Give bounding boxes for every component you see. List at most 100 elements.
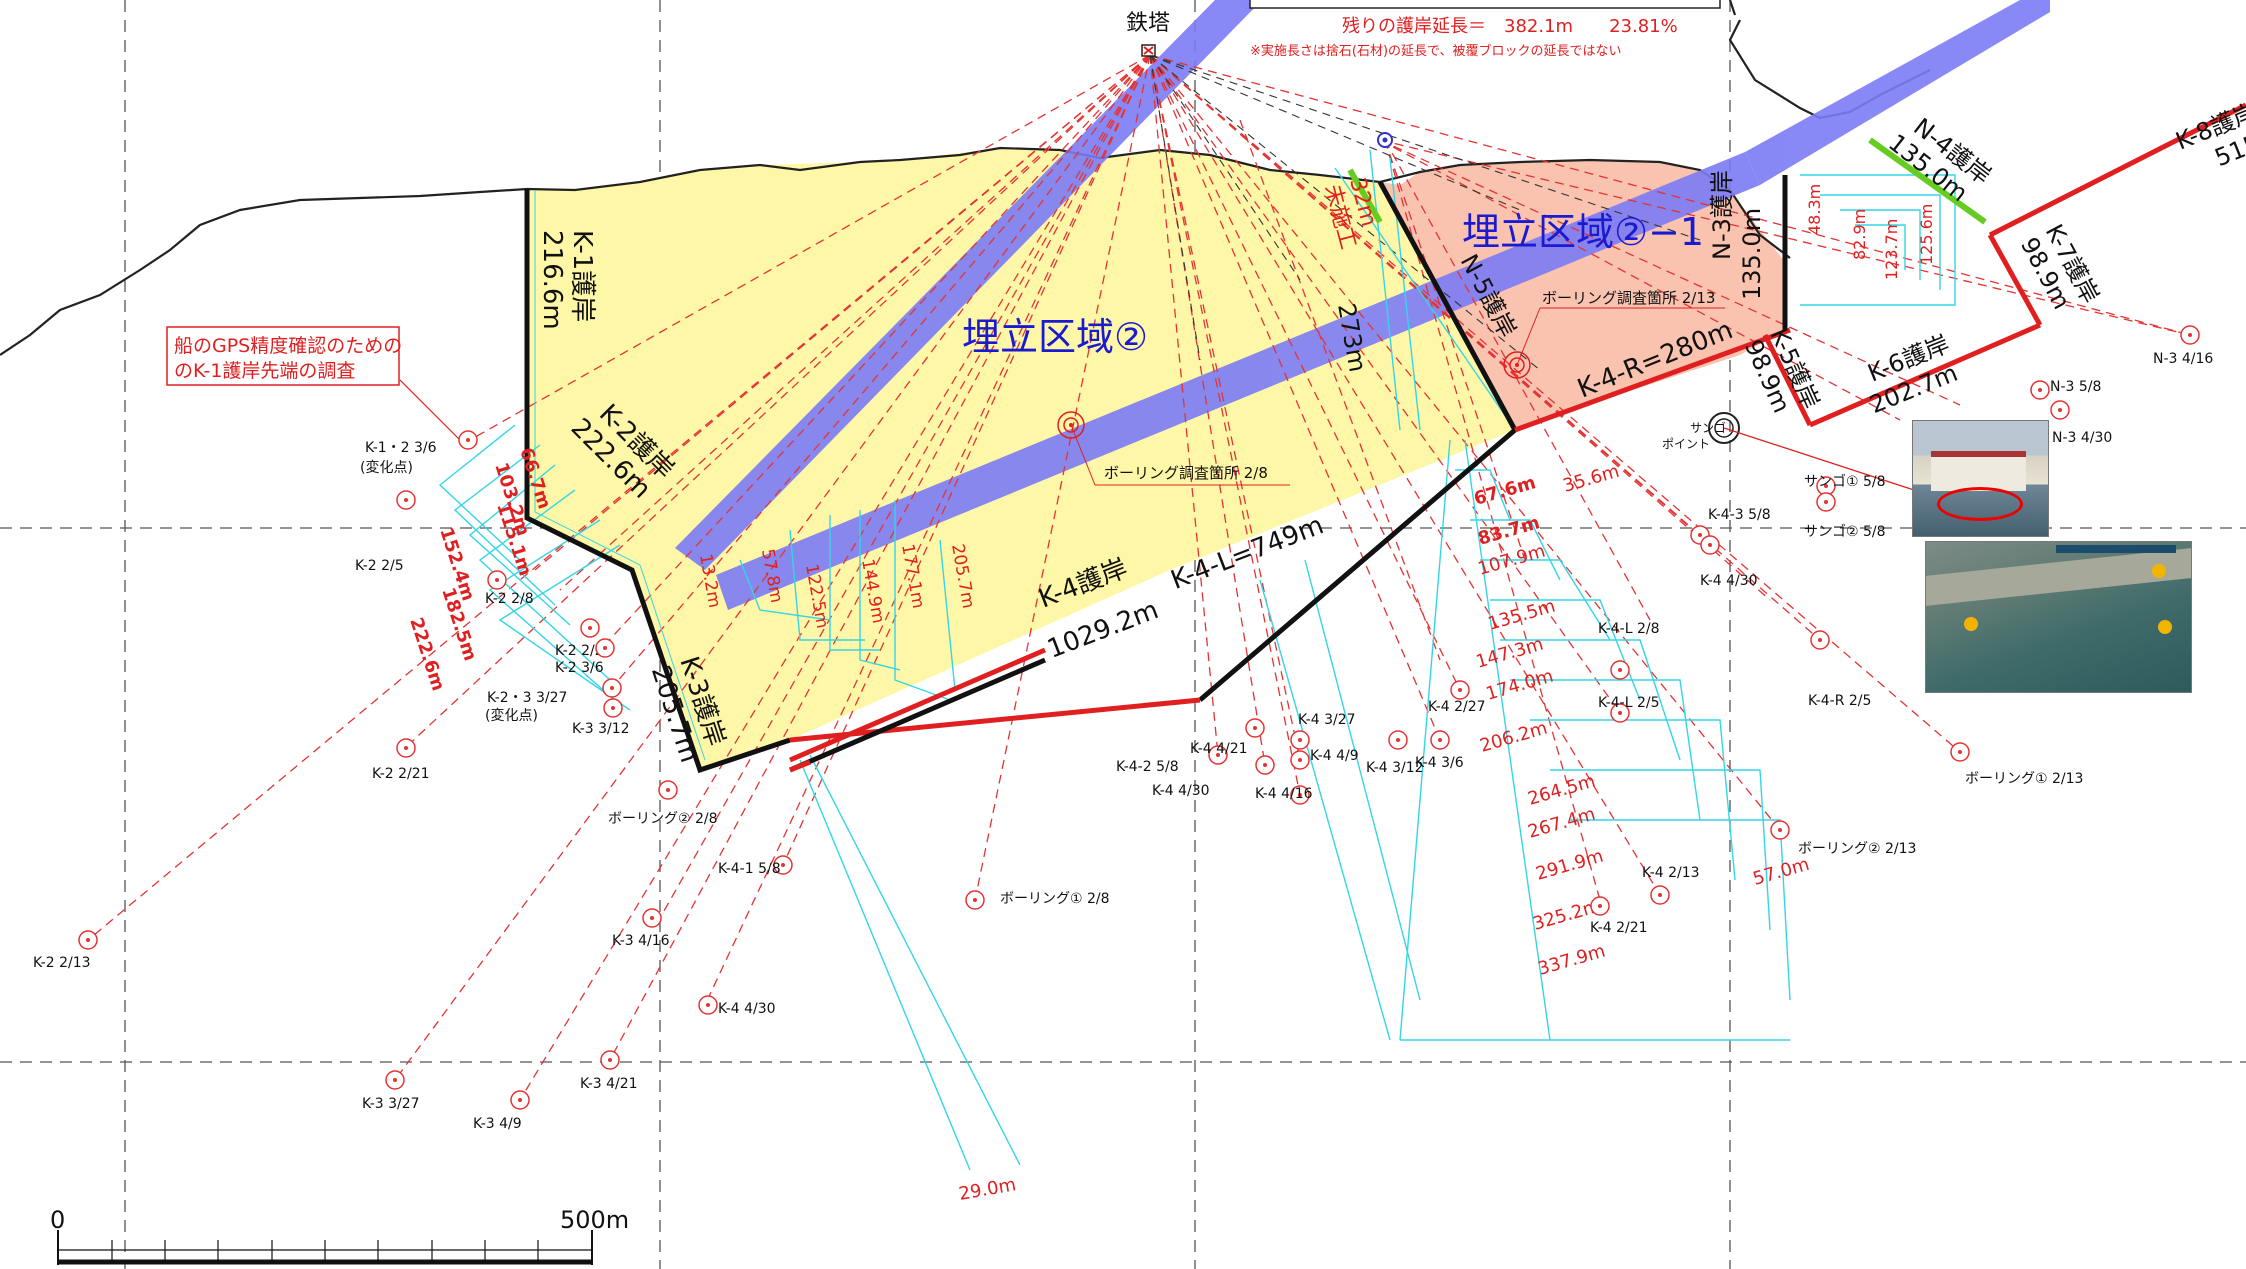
survey-point-center <box>588 626 592 630</box>
boring-site-main-icon <box>1057 411 1290 486</box>
survey-point-center <box>1778 828 1782 832</box>
survey-point-label: N-3 5/8 <box>2050 379 2101 395</box>
survey-point-label: K-3 4/16 <box>612 933 670 949</box>
survey-point-center <box>603 646 607 650</box>
survey-point-center <box>608 1058 612 1062</box>
survey-point-label: K-4-R 2/5 <box>1808 693 1871 709</box>
survey-point-center <box>610 686 614 690</box>
shoreline-icon <box>1926 548 2191 606</box>
survey-point-center <box>1824 484 1828 488</box>
remaining-length-text: 残りの護岸延長＝ 382.1m 23.81% <box>1342 16 1678 37</box>
scale-bar <box>57 1230 593 1265</box>
survey-point-label: K-4-3 5/8 <box>1708 507 1771 523</box>
survey-point-label: K-3 4/21 <box>580 1076 638 1092</box>
survey-point-center <box>1618 711 1622 715</box>
survey-point-label: K-3 3/12 <box>572 721 630 737</box>
survey-point-label: K-2 3/6 <box>555 660 604 676</box>
survey-point-label: K-4 2/13 <box>1642 865 1700 881</box>
area-2-label: 埋立区域② <box>962 315 1148 359</box>
measure-k4-8: 264.5m <box>1526 771 1598 810</box>
survey-point-label: ボーリング① 2/13 <box>1965 771 2083 787</box>
header-note-text: ※実施長さは捨石(石材)の延長で、被覆ブロックの延長ではない <box>1250 43 1622 59</box>
survey-point-label: K-4 2/21 <box>1590 920 1648 936</box>
blue-bands <box>675 0 2050 610</box>
measure-n3-3: 123.7m <box>1882 219 1901 280</box>
seawalls-constructed <box>524 175 1788 774</box>
coral-label-1: サンゴ <box>1690 420 1726 435</box>
survey-point-label: K-4 4/16 <box>1255 786 1313 802</box>
survey-point-center <box>2058 408 2062 412</box>
coral-dot-icon <box>2152 564 2166 578</box>
measure-n3-1: 48.3m <box>1805 184 1824 235</box>
survey-point-label: K-2 2/21 <box>372 766 430 782</box>
survey-point-label: K-4 4/21 <box>1190 741 1248 757</box>
measure-k4-6: 174.0m <box>1484 666 1556 705</box>
survey-points: K-1・2 3/6(変化点)K-2 2/5K-2 2/8K-2 2/27K-2 … <box>33 325 2213 1132</box>
survey-point-center <box>2038 388 2042 392</box>
survey-point-center <box>1958 750 1962 754</box>
measure-k4-1: 67.6m <box>1472 472 1539 510</box>
measure-k2-6: 222.6m <box>405 615 448 693</box>
survey-point-center <box>1598 904 1602 908</box>
survey-point-center <box>518 1098 522 1102</box>
seawalls-green <box>1347 137 1987 225</box>
measure-k4-12: 337.9m <box>1536 941 1608 980</box>
survey-point-center <box>1708 543 1712 547</box>
survey-point-center <box>650 916 654 920</box>
survey-point-center <box>611 706 615 710</box>
survey-point-center <box>86 938 90 942</box>
survey-point-label: K-4 4/30 <box>718 1001 776 1017</box>
survey-point-center <box>466 438 470 442</box>
survey-point-label: サンゴ② 5/8 <box>1804 523 1886 540</box>
survey-point-center <box>666 788 670 792</box>
measure-k4-35-6: 35.6m <box>1561 461 1622 497</box>
boring-site-east-icon <box>1503 307 1725 379</box>
svg-text:K-1護岸: K-1護岸 <box>567 230 597 322</box>
survey-point-label: K-4 4/30 <box>1700 573 1758 589</box>
callout-line-2: のK-1護岸先端の調査 <box>174 360 355 382</box>
survey-point-label: K-4 3/12 <box>1366 760 1424 776</box>
survey-point-center <box>781 863 785 867</box>
survey-point-label: K-4-1 5/8 <box>718 861 781 877</box>
measure-k4-10: 291.9m <box>1534 846 1606 885</box>
survey-point-label: K-4 3/27 <box>1298 712 1356 728</box>
survey-point-center <box>1298 738 1302 742</box>
boring-site-main-label: ボーリング調査箇所 2/8 <box>1104 464 1268 482</box>
measurement-lines-cyan <box>438 149 1956 1171</box>
survey-point-center <box>1698 533 1702 537</box>
tower-label: 鉄塔 <box>1126 11 1170 36</box>
k2-measurements: 66.7m 103.2m 115.1m 152.4m 182.5m 222.6m <box>405 445 554 693</box>
tower-icon <box>1141 44 1156 57</box>
survey-point-center <box>1216 753 1220 757</box>
measure-n3-2: 82.9m <box>1850 209 1869 260</box>
survey-lines-black <box>1149 54 1701 371</box>
coral-dot-icon <box>2158 620 2172 634</box>
survey-point-center <box>1824 500 1828 504</box>
survey-point-label: ボーリング② 2/13 <box>1798 841 1916 857</box>
survey-point-label: K-4 2/27 <box>1428 699 1486 715</box>
coral-photo-1 <box>1912 420 2049 537</box>
survey-point-center <box>706 1003 710 1007</box>
survey-point-label: K-3 3/27 <box>362 1096 420 1112</box>
survey-point-center <box>1658 893 1662 897</box>
survey-point-label: K-4-L 2/5 <box>1598 695 1660 711</box>
survey-point-label: ボーリング① 2/8 <box>1000 891 1110 907</box>
svg-text:216.6m: 216.6m <box>537 230 567 330</box>
survey-point-label: K-2 2/13 <box>33 955 91 971</box>
survey-point-label: K-4 4/9 <box>1310 748 1359 764</box>
measure-n3-4: 125.6m <box>1917 204 1936 265</box>
survey-point-label: K-4-L 2/8 <box>1598 621 1660 637</box>
survey-point-label: K-3 4/9 <box>473 1116 522 1132</box>
survey-point-center <box>393 1078 397 1082</box>
survey-point-center <box>404 746 408 750</box>
callout-line-1: 船のGPS精度確認のための <box>174 335 402 357</box>
reclamation-area-2-1 <box>1380 160 1785 430</box>
survey-point-center <box>1396 738 1400 742</box>
n3-measurements: 48.3m 82.9m 123.7m 125.6m <box>1805 184 1936 280</box>
survey-point-label: サンゴ① 5/8 <box>1804 473 1886 490</box>
coral-photo-2 <box>1925 541 2192 693</box>
survey-point-center <box>1298 758 1302 762</box>
survey-point-center <box>1298 793 1302 797</box>
survey-point-label: K-4 4/30 <box>1152 783 1210 799</box>
survey-point-label: K-4 3/6 <box>1415 755 1464 771</box>
